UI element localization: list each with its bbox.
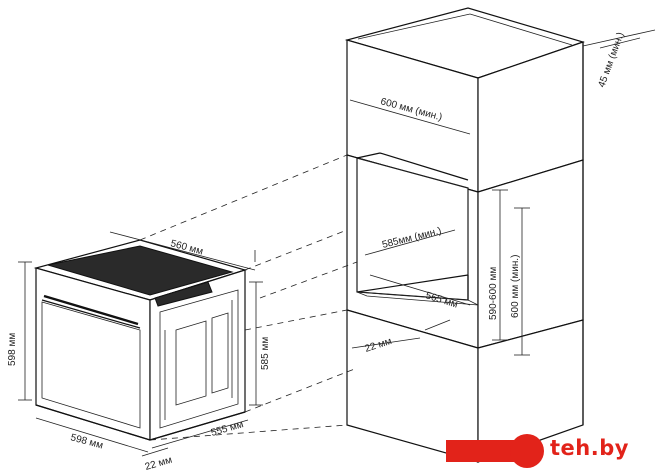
logo-bar <box>446 440 518 462</box>
label-598-height: 598 мм <box>7 333 18 366</box>
logo-circle-icon <box>510 434 544 468</box>
watermark-logo: teh.by <box>446 433 668 469</box>
oven <box>33 239 248 441</box>
projection-lines <box>139 154 358 441</box>
label-585-oven: 585 мм <box>260 337 271 370</box>
label-598-width: 598 мм <box>69 432 104 451</box>
dimension-lines <box>18 29 656 457</box>
cabinet <box>344 7 585 463</box>
label-600-min-vertical: 600 мм (мин.) <box>510 255 521 318</box>
label-590-600: 590-600 мм <box>488 267 499 320</box>
watermark-text: teh.by <box>550 436 629 460</box>
label-22-oven: 22 мм <box>144 455 174 471</box>
label-555: 555 мм <box>210 419 245 439</box>
